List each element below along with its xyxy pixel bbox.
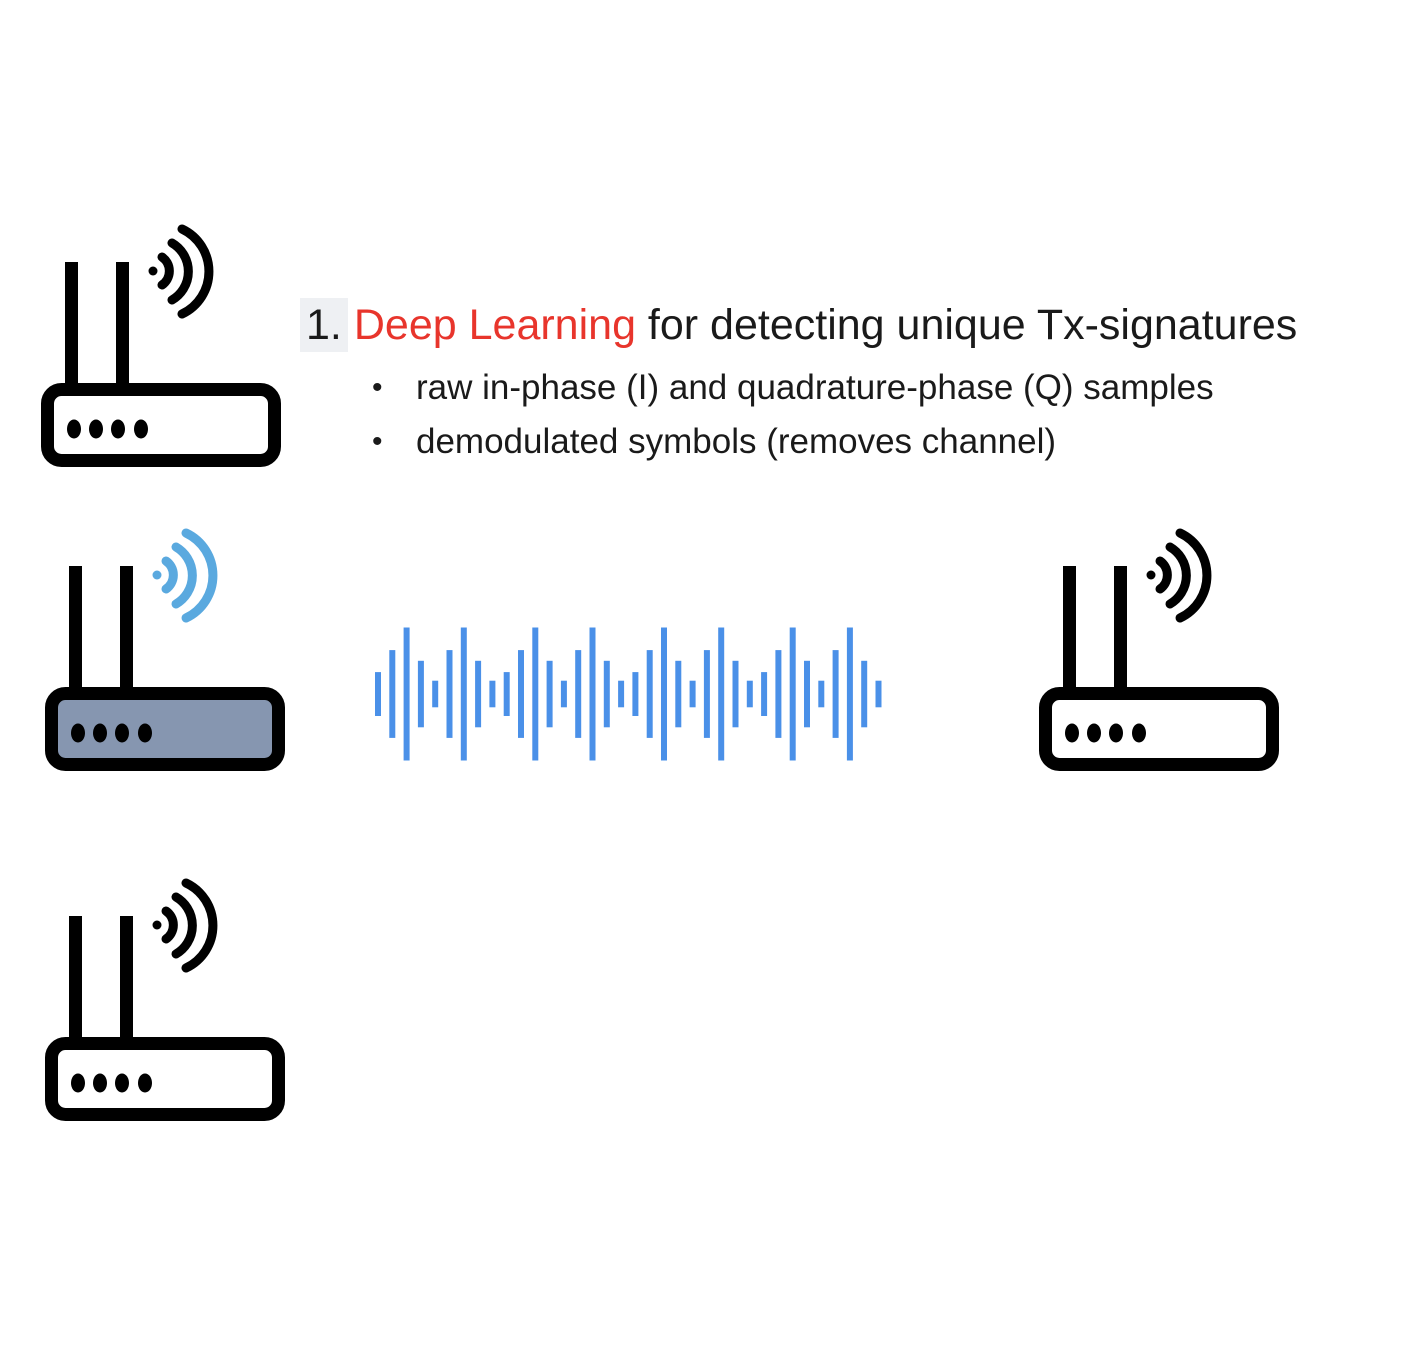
bullet-list: • raw in-phase (I) and quadrature-phase … (372, 361, 1214, 469)
wifi-signal-icon (152, 528, 218, 623)
router-body (45, 1037, 285, 1121)
antenna-left (1063, 566, 1076, 691)
router-body (1039, 687, 1279, 771)
waveform-bar (532, 627, 539, 761)
waveform-bar (603, 660, 610, 728)
bullet-item: • raw in-phase (I) and quadrature-phase … (372, 361, 1214, 415)
heading: 1.Deep Learning for detecting unique Tx-… (300, 298, 1297, 352)
router-icon (45, 878, 285, 1121)
waveform-bar (646, 650, 653, 738)
status-lights (1065, 723, 1146, 743)
waveform-bar (632, 672, 639, 716)
waveform-bar (875, 680, 882, 708)
waveform-bar (675, 660, 682, 728)
bullet-text: raw in-phase (I) and quadrature-phase (Q… (416, 368, 1214, 407)
waveform-bar (560, 680, 567, 708)
status-lights (71, 1073, 152, 1093)
waveform-bar (446, 650, 453, 738)
waveform-bar (417, 660, 424, 728)
router-icon (45, 528, 285, 771)
antenna-right (120, 916, 133, 1041)
waveform-bar (703, 650, 710, 738)
waveform-bar (689, 680, 696, 708)
router-tx-2-highlighted (40, 524, 300, 784)
waveform-bar (661, 627, 667, 761)
router-receiver (1034, 524, 1294, 784)
antenna-left (69, 916, 82, 1041)
wifi-signal-icon (1146, 528, 1212, 623)
bullet-marker: • (372, 425, 383, 458)
waveform-bar (804, 660, 810, 728)
bullet-item: • demodulated symbols (removes channel) (372, 415, 1214, 469)
waveform-bar (789, 627, 796, 761)
router-tx-1 (36, 220, 296, 480)
signal-waveform (375, 627, 882, 761)
bullet-marker: • (372, 371, 383, 404)
waveform-bar (732, 660, 739, 728)
waveform-bar (432, 680, 439, 708)
waveform-bar (403, 627, 410, 761)
waveform-bar (460, 627, 467, 761)
wifi-signal-icon (148, 224, 214, 319)
waveform-bar (618, 680, 625, 708)
antenna-left (69, 566, 82, 691)
waveform-bar (832, 650, 839, 738)
waveform-bar (818, 680, 825, 708)
list-number: 1. (300, 298, 348, 352)
router-tx-3 (40, 874, 300, 1134)
waveform-bar (489, 680, 496, 708)
heading-rest: for detecting unique Tx-signatures (635, 301, 1298, 349)
waveform-bar (718, 627, 725, 761)
waveform-bar (389, 650, 396, 738)
waveform-bar (846, 627, 853, 761)
router-icon (1039, 528, 1279, 771)
heading-highlight: Deep Learning (353, 301, 636, 349)
waveform-bar (546, 660, 553, 728)
wifi-signal-icon (152, 878, 218, 973)
antenna-right (1114, 566, 1127, 691)
waveform-bar (775, 650, 782, 738)
antenna-right (120, 566, 133, 691)
bullet-text: demodulated symbols (removes channel) (416, 422, 1057, 461)
waveform-bar (746, 680, 753, 708)
waveform-bar (861, 660, 868, 728)
waveform-bar (475, 660, 482, 728)
waveform-bar (575, 650, 582, 738)
status-lights (67, 419, 148, 439)
waveform-bar (589, 627, 596, 761)
router-icon (41, 224, 281, 467)
waveform-bar (503, 672, 510, 716)
router-body (41, 383, 281, 467)
waveform-bar (761, 672, 768, 716)
antenna-right (116, 262, 129, 387)
waveform-bar (518, 650, 524, 738)
router-body (45, 687, 285, 771)
antenna-left (65, 262, 78, 387)
status-lights (71, 723, 152, 743)
waveform-bar (375, 672, 381, 716)
